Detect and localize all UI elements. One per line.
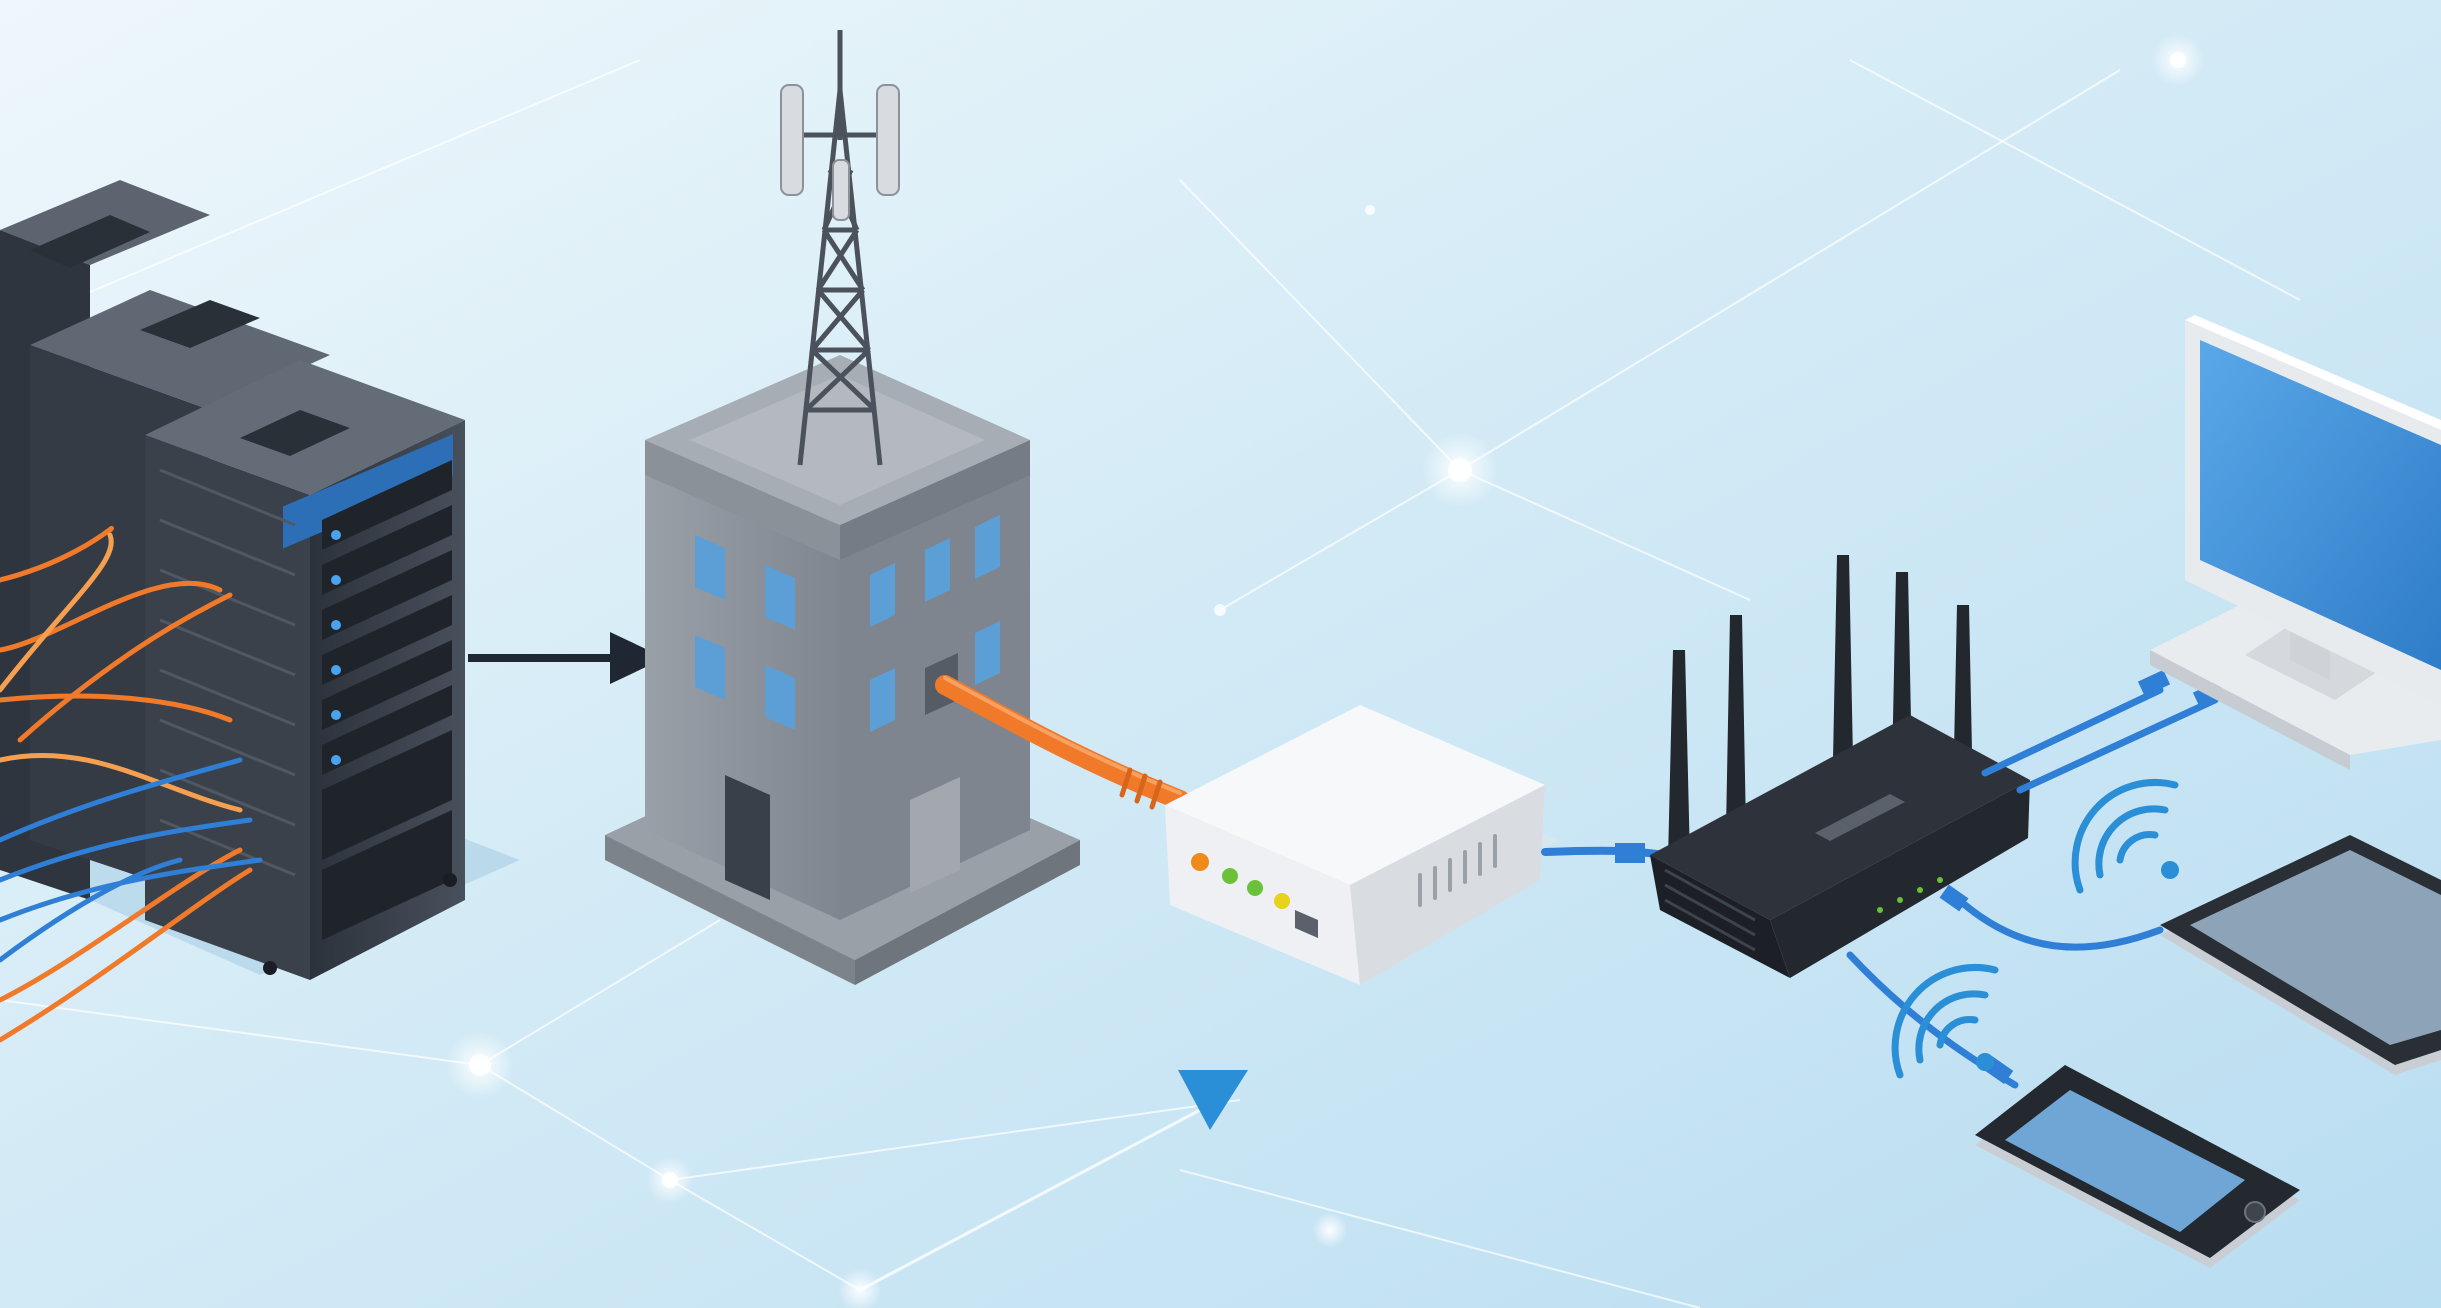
led-orange — [1191, 853, 1209, 871]
monitor-screen — [2200, 340, 2441, 670]
arrow-servers-to-isp — [468, 632, 665, 684]
cell-tower-building-icon — [605, 30, 1080, 985]
modem-icon — [1165, 705, 1560, 985]
wifi-signal-icon — [1891, 964, 1999, 1079]
wifi-router-icon — [1650, 555, 2030, 978]
tablet-screen — [2190, 850, 2441, 1045]
modem-status-leds — [1191, 853, 1290, 909]
background-network-nodes — [446, 34, 2204, 1308]
orange-cable-isp-to-modem — [935, 675, 1190, 810]
led-green — [1222, 868, 1238, 884]
led-yellow — [1274, 893, 1290, 909]
rack-units — [322, 460, 452, 940]
background-network-lines — [0, 59, 2301, 1308]
phone-home-button — [2244, 1201, 2266, 1223]
wifi-signal-icon — [2071, 779, 2179, 894]
monitor-icon — [2150, 315, 2441, 770]
flow-arrow-icon — [859, 1070, 1248, 1292]
smartphone-icon — [1975, 1065, 2300, 1268]
server-rack-icon — [0, 180, 520, 980]
server-cables — [0, 526, 263, 1043]
tablet-icon — [2160, 835, 2441, 1075]
wifi-dot-icon — [2161, 861, 2179, 879]
led-green — [1247, 880, 1263, 896]
wifi-dot-icon — [1976, 1053, 1994, 1071]
phone-screen — [2005, 1090, 2245, 1232]
